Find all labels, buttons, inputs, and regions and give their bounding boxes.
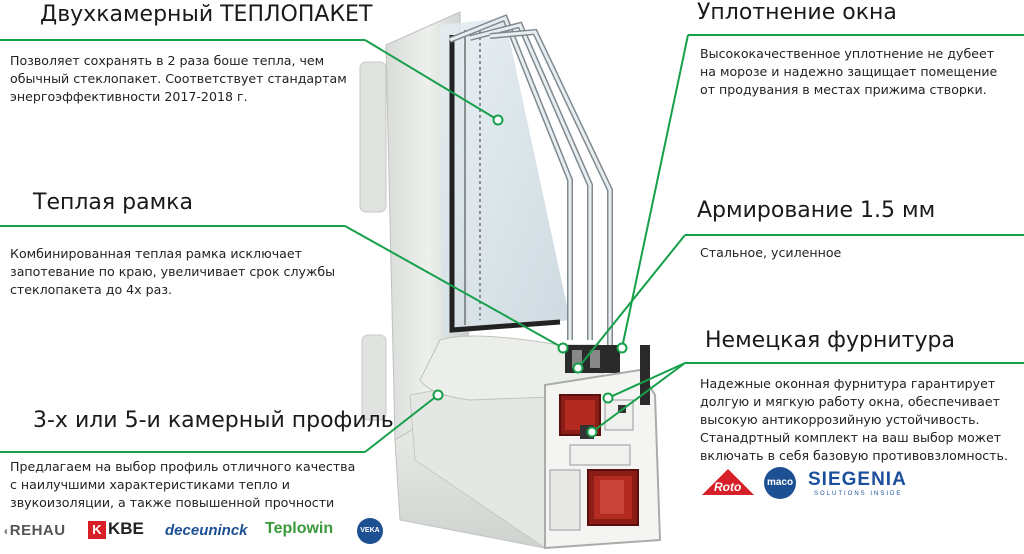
hardware-logos: Roto maco SIEGENIA SOLUTIONS INSIDE [700, 467, 1020, 503]
glass-unit [440, 14, 613, 345]
glass-unit-description: Позволяет сохранять в 2 раза боше тепла,… [10, 52, 347, 106]
callout-dot-icon [432, 389, 444, 401]
window-frame [385, 11, 546, 549]
reinforcement-title: Армирование 1.5 мм [697, 198, 936, 223]
hardware-description: Надежные оконная фурнитура гарантирует д… [700, 375, 1008, 465]
seal-description: Высококачественное уплотнение не дубеет … [700, 45, 997, 99]
description-line: Позволяет сохранять в 2 раза боше тепла,… [10, 53, 325, 68]
rehau-logo-icon: ◖REHAU [2, 522, 66, 539]
description-line: от продувания в местах прижима створки. [700, 82, 987, 97]
description-line: Высококачественное уплотнение не дубеет [700, 46, 995, 61]
reinforcement-description: Стальное, усиленное [700, 244, 841, 262]
siegenia-logo-icon: SIEGENIA [808, 469, 907, 490]
teplowin-logo-icon: Teplowin [265, 520, 334, 537]
deceuninck-logo-icon: deceuninck [165, 522, 248, 539]
description-line: Стальное, усиленное [700, 245, 842, 260]
description-line: обычный стеклопакет. Соответствует станд… [10, 71, 347, 86]
description-line: Предлагаем на выбор профиль отличного ка… [10, 459, 356, 474]
warm-frame-description: Комбинированная теплая рамка исключает з… [10, 245, 335, 299]
description-line: звукоизоляции, а также повышенной прочно… [10, 495, 335, 510]
siegenia-tagline: SOLUTIONS INSIDE [814, 491, 903, 497]
hardware-title: Немецкая фурнитура [705, 328, 955, 353]
hinge-strip [359, 61, 387, 421]
description-line: Станадртный комплект на ваш выбор может [700, 430, 1002, 445]
description-line: с наилучшими характеристиками тепло и [10, 477, 290, 492]
callout-dot-icon [572, 362, 584, 374]
description-line: энергоэффективности 2017-2018 г. [10, 89, 248, 104]
description-line: Надежные оконная фурнитура гарантирует [700, 376, 996, 391]
callout-dot-icon [616, 342, 628, 354]
description-line: стеклопакета до 4х раз. [10, 282, 173, 297]
description-line: долгую и мягкую работу окна, обеспечивае… [700, 394, 1000, 409]
callout-dot-icon [586, 426, 598, 438]
callout-lines [0, 34, 1024, 453]
profile-description: Предлагаем на выбор профиль отличного ка… [10, 458, 355, 512]
seal-title: Уплотнение окна [697, 0, 897, 25]
description-line: Комбинированная теплая рамка исключает [10, 246, 302, 261]
callout-dot-icon [602, 392, 614, 404]
profile-title: 3-х или 5-и камерный профиль [33, 408, 394, 433]
maco-logo-icon: maco [764, 467, 796, 499]
description-line: на морозе и надежно защищает помещение [700, 64, 998, 79]
description-line: высокую антикоррозийную устойчивость. [700, 412, 980, 427]
callout-dots [432, 114, 628, 438]
profile-cross-section [544, 345, 662, 550]
callout-dot-icon [492, 114, 504, 126]
roto-logo-icon: Roto [700, 467, 756, 497]
description-line: включать в себя базовую противовзломност… [700, 448, 1008, 463]
callout-dot-icon [557, 342, 569, 354]
glass-unit-title: Двухкамерный ТЕПЛОПАКЕТ [40, 2, 373, 27]
veka-logo-icon: VEKA [357, 518, 383, 544]
description-line: запотевание по краю, увеличивает срок сл… [10, 264, 336, 279]
warm-frame-title: Теплая рамка [33, 190, 193, 215]
